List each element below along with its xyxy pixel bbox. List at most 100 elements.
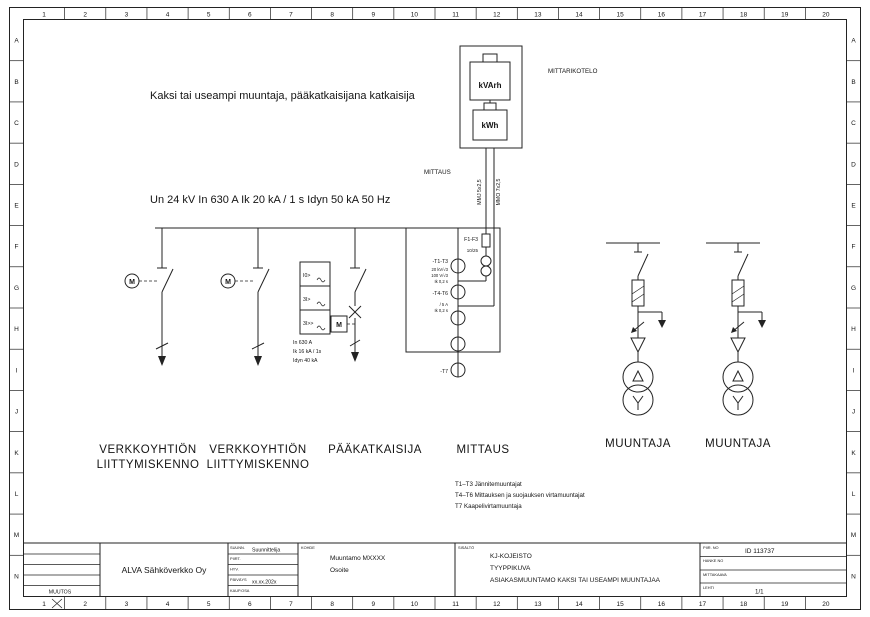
cable-arrow-icon bbox=[351, 352, 359, 362]
switch-blade bbox=[354, 268, 367, 293]
lehti-value: 1/1 bbox=[755, 589, 764, 596]
grid-col-label: 3 bbox=[125, 601, 129, 608]
bay-transformer-2 bbox=[706, 242, 766, 416]
grid-row-label: I bbox=[853, 367, 855, 374]
relay-cell-3i: 3I> bbox=[303, 297, 310, 303]
piirno-label: PIIR. NO bbox=[703, 545, 719, 550]
bay-breaker: I0> 3I> 3I>> M In 630 A Ik 16 kA / 1s Id… bbox=[293, 228, 367, 364]
grid-row-label: E bbox=[851, 202, 856, 209]
grid-row-label: C bbox=[14, 120, 19, 127]
sisalto-line2: TYYPPIKUVA bbox=[490, 565, 531, 572]
grid-col-label: 8 bbox=[330, 12, 334, 19]
ct-symbol bbox=[450, 336, 466, 352]
grid-col-label: 18 bbox=[740, 601, 748, 608]
ct-symbol-t4t6 bbox=[450, 284, 466, 300]
grid-col-label: 2 bbox=[83, 601, 87, 608]
tick-arrow-icon bbox=[731, 327, 737, 333]
cable-tick bbox=[349, 339, 361, 347]
bay-label-incoming2-line1: VERKKOYHTIÖN bbox=[209, 444, 306, 456]
grid-col-label: 7 bbox=[289, 601, 293, 608]
note-line2: T4–T6 Mittauksen ja suojauksen virtamuun… bbox=[455, 492, 585, 499]
ct-symbol bbox=[450, 310, 466, 326]
switch-blade bbox=[257, 268, 270, 293]
branch-arrow-icon bbox=[758, 320, 766, 328]
wye-winding-icon bbox=[737, 395, 744, 404]
kvarh-meter-label: kVArh bbox=[479, 81, 502, 90]
cable-tick bbox=[251, 342, 265, 350]
grid-col-label: 1 bbox=[42, 601, 46, 608]
grid-col-label: 17 bbox=[699, 601, 707, 608]
grid-col-label: 9 bbox=[371, 12, 375, 19]
grid-col-label: 4 bbox=[166, 12, 170, 19]
arrester-triangle bbox=[730, 337, 746, 354]
grid-row-label: H bbox=[14, 326, 19, 333]
bay-labels: VERKKOYHTIÖN LIITTYMISKENNO VERKKOYHTIÖN… bbox=[97, 438, 771, 471]
grid-col-label: 15 bbox=[617, 601, 625, 608]
grid-col-label: 17 bbox=[699, 12, 707, 19]
legend-notes: T1–T3 Jännitemuuntajat T4–T6 Mittauksen … bbox=[455, 481, 585, 510]
grid-col-label: 3 bbox=[125, 12, 129, 19]
grid-col-label: 20 bbox=[822, 12, 830, 19]
grid-col-label: 14 bbox=[575, 601, 583, 608]
meter-enclosure-label: MITTARIKOTELO bbox=[548, 68, 598, 75]
kwh-meter-label: kWh bbox=[482, 121, 499, 130]
ct-symbol-t7 bbox=[450, 362, 466, 378]
breaker-x-symbol bbox=[348, 305, 362, 319]
grid-row-label: N bbox=[851, 573, 856, 580]
bay-transformer-1 bbox=[606, 242, 666, 416]
meter-enclosure-box bbox=[459, 45, 523, 149]
piirno-value: ID 113737 bbox=[745, 548, 775, 555]
grid-col-label: 12 bbox=[493, 601, 501, 608]
grid-col-label: 14 bbox=[575, 12, 583, 19]
ratings-text: Un 24 kV In 630 A Ik 20 kA / 1 s Idyn 50… bbox=[150, 194, 390, 206]
bay-label-metering: MITTAUS bbox=[456, 444, 509, 456]
cable-arrow-icon bbox=[158, 356, 166, 366]
grid-col-label: 1 bbox=[42, 12, 46, 19]
grid-col-label: 16 bbox=[658, 12, 666, 19]
bay-incoming-2: M bbox=[220, 228, 270, 366]
mittaus-wiring-label: MITTAUS bbox=[424, 169, 451, 176]
kohde-line2: Osoite bbox=[330, 567, 349, 574]
t7-label: -T7 bbox=[440, 369, 448, 375]
suunn-label: SUUNN. bbox=[230, 545, 245, 550]
hankeno-label: HANKE NO bbox=[703, 558, 723, 563]
grid-row-label: J bbox=[15, 409, 18, 416]
grid-row-label: G bbox=[14, 285, 19, 292]
grid-col-label: 8 bbox=[330, 601, 334, 608]
grid-col-label: 11 bbox=[452, 12, 459, 19]
piirt-label: PIIRT. bbox=[230, 556, 241, 561]
fuse-hatch bbox=[631, 285, 645, 295]
grid-col-label: 6 bbox=[248, 12, 252, 19]
grid-col-label: 10 bbox=[411, 12, 419, 19]
company-name: ALVA Sähköverkko Oy bbox=[122, 565, 207, 575]
note-line3: T7 Kaapelivirtamuuntaja bbox=[455, 503, 522, 510]
fuse-hatch bbox=[731, 285, 745, 295]
lehti-label: LEHTI bbox=[703, 585, 714, 590]
grid-col-label: 19 bbox=[781, 601, 789, 608]
grid-row-label: I bbox=[16, 367, 18, 374]
delta-winding-icon bbox=[732, 369, 744, 382]
grid-col-label: 15 bbox=[617, 12, 625, 19]
transformer-secondary-circle bbox=[722, 384, 754, 416]
grid-row-label: F bbox=[852, 244, 856, 251]
fuse-hatch bbox=[731, 293, 745, 303]
meter-enclosure: kVArh kWh MITTARIKOTELO bbox=[459, 45, 598, 149]
note-line1: T1–T3 Jännitemuuntajat bbox=[455, 481, 522, 488]
metering-vt-symbol bbox=[480, 255, 492, 267]
switch-blade bbox=[737, 253, 749, 277]
t1t3-label: -T1-T3 bbox=[432, 259, 448, 265]
t4t6-spec1: / 5 A bbox=[440, 302, 449, 307]
cable-tick bbox=[155, 342, 169, 350]
wye-winding-icon bbox=[732, 395, 739, 404]
fuse-label: F1-F3 bbox=[464, 237, 478, 243]
relay-cell-3ii: 3I>> bbox=[303, 321, 313, 327]
kohde-label: KOHDE bbox=[301, 545, 315, 550]
hyv-label: HYV. bbox=[230, 567, 239, 572]
protection-relay-box bbox=[299, 261, 331, 335]
grid-row-label: A bbox=[851, 38, 856, 45]
relay-curve-icon bbox=[316, 277, 326, 283]
sisalto-label: SISÄLTÖ bbox=[458, 545, 474, 550]
grid-col-label: 7 bbox=[289, 12, 293, 19]
grid-row-label: B bbox=[14, 79, 18, 86]
fuse-hatch bbox=[631, 293, 645, 303]
